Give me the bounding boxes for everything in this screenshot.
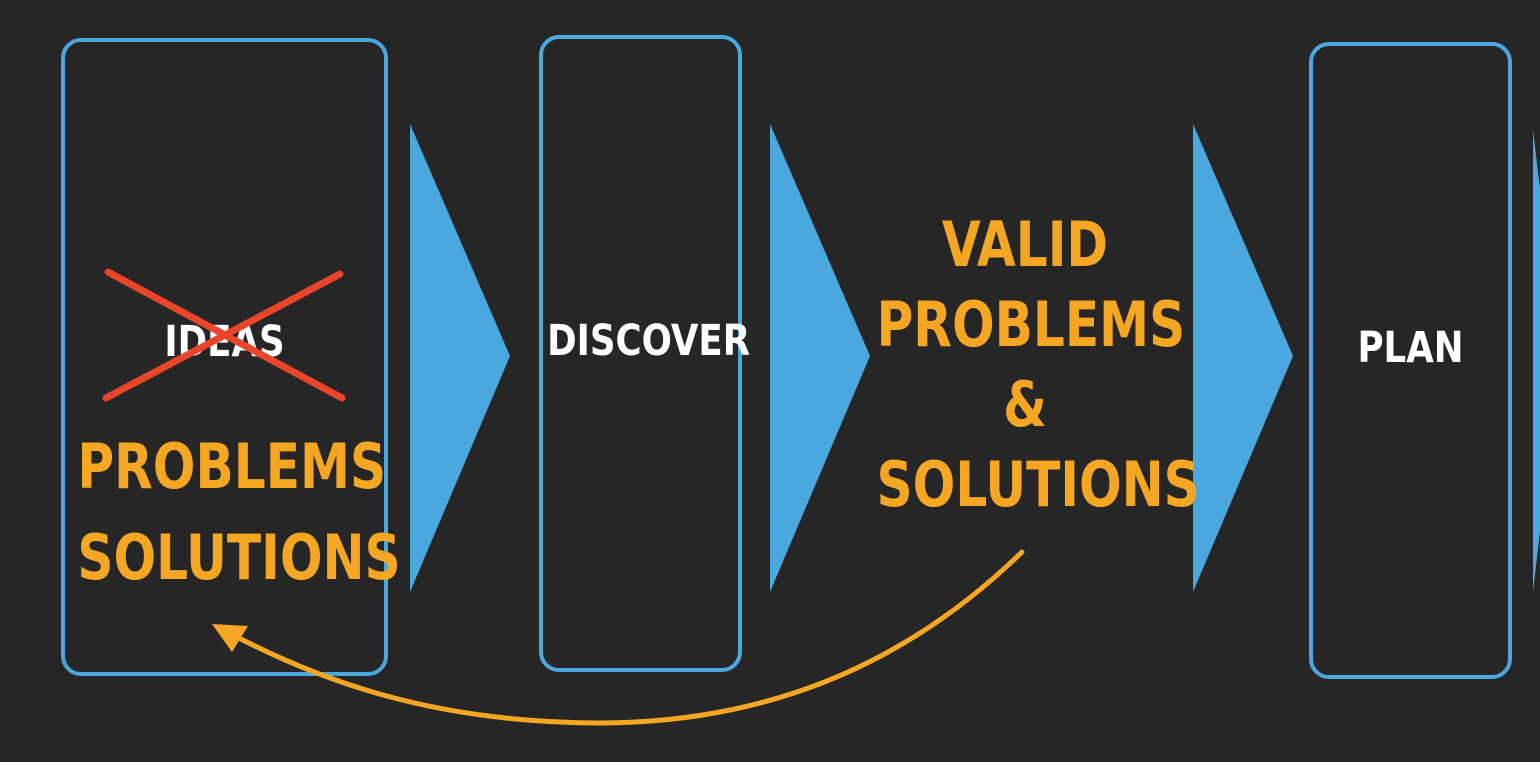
discover-label: DISCOVER xyxy=(547,316,751,366)
chevron-right-icon xyxy=(410,124,510,592)
chevron-right-icon xyxy=(1193,124,1293,592)
discover-stage-box xyxy=(539,35,742,672)
cross-stroke xyxy=(102,270,344,402)
solutions-label: SOLUTIONS xyxy=(77,521,401,594)
ideas-stage-box xyxy=(61,38,388,676)
curved-arrow-icon xyxy=(232,549,1025,726)
valid-outcome: VALID PROBLEMS & SOLUTIONS xyxy=(876,205,1200,525)
plan-stage-box xyxy=(1309,42,1512,679)
valid-line: SOLUTIONS xyxy=(876,448,1200,521)
curved-arrow-head xyxy=(212,624,248,652)
chevron-right-icon xyxy=(1533,130,1540,592)
valid-line: PROBLEMS xyxy=(876,288,1186,361)
plan-label: PLAN xyxy=(1357,323,1464,373)
chevron-right-icon xyxy=(770,124,870,592)
problems-label: PROBLEMS xyxy=(77,430,387,503)
valid-line: & xyxy=(1003,368,1047,441)
valid-line: VALID xyxy=(941,208,1109,281)
